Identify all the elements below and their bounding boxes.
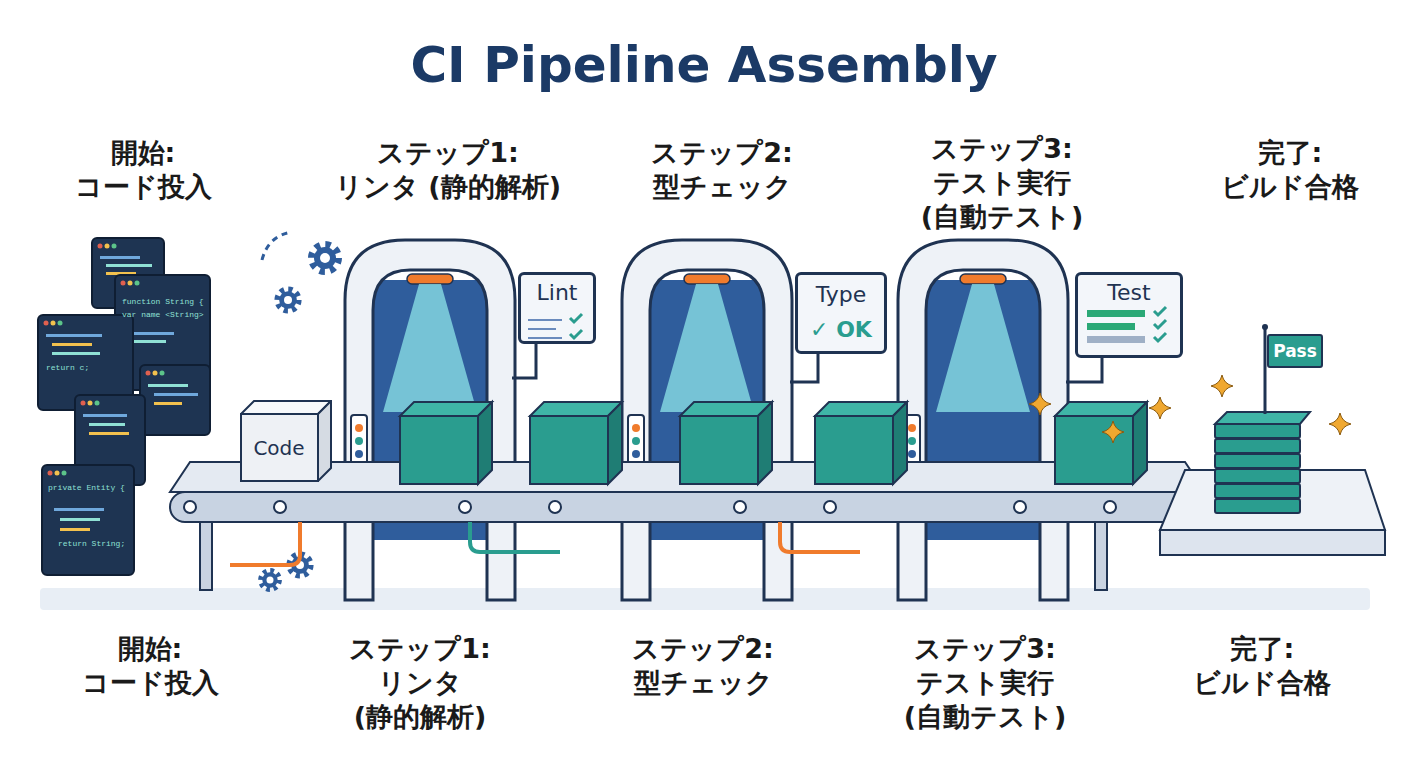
- code-package: [530, 402, 622, 484]
- gear-icon: [278, 290, 299, 311]
- motion-arc: [262, 232, 292, 260]
- cube-front: [241, 414, 318, 481]
- floor-shadow: [40, 588, 1370, 610]
- cable: [780, 522, 860, 552]
- type-monitor: Type ✓ OK: [795, 272, 887, 354]
- stage-label: 完了: ビルド合格: [1215, 136, 1365, 204]
- stage-caption: 開始: コード投入: [70, 632, 230, 700]
- stage-label: ステップ2: 型チェック: [632, 136, 812, 204]
- sparkle: [1211, 375, 1233, 397]
- code-document: [42, 465, 134, 575]
- node-label: Test: [1084, 277, 1174, 307]
- output-platform: [1160, 530, 1385, 555]
- belt-leg: [1095, 520, 1107, 590]
- stage-caption: ステップ1: リンタ (静的解析): [330, 632, 510, 733]
- code-snippet: var name <String>: [122, 311, 208, 320]
- node-label: Code: [240, 414, 318, 482]
- cube-side: [318, 401, 331, 481]
- code-package: [815, 402, 907, 484]
- stage-label: ステップ1: リンタ (静的解析): [318, 136, 578, 204]
- diagram-title: CI Pipeline Assembly: [0, 36, 1408, 94]
- code-document: [140, 365, 210, 435]
- belt-leg: [200, 520, 212, 590]
- code-box: Code: [240, 400, 332, 482]
- flag-pole: [1262, 324, 1268, 330]
- code-snippet: private Entity {: [48, 484, 132, 493]
- stage-label: 開始: コード投入: [63, 136, 223, 204]
- scanner-gate: [622, 240, 792, 600]
- test-monitor: Test: [1075, 272, 1183, 358]
- node-label: Lint: [527, 277, 587, 307]
- code-package: [400, 402, 492, 484]
- scanner-gate: [898, 240, 1068, 600]
- belt-roller: [184, 501, 1191, 513]
- sparkle: [1029, 393, 1051, 415]
- build-stack: [1215, 412, 1310, 513]
- node-status: ✓ OK: [802, 313, 880, 345]
- node-label: Type: [802, 279, 880, 309]
- monitor-arm: [790, 354, 818, 382]
- output-platform: [1160, 470, 1385, 530]
- cable: [230, 522, 300, 565]
- stage-label: ステップ3: テスト実行 (自動テスト): [912, 132, 1092, 233]
- sparkle: [1102, 421, 1124, 443]
- lint-monitor: Lint: [518, 272, 596, 344]
- sparkle: [1329, 413, 1351, 435]
- sparkle: [1149, 397, 1171, 419]
- gear-icon: [312, 245, 338, 271]
- monitor-arm: [1066, 358, 1102, 382]
- pass-flag: Pass: [1267, 334, 1323, 368]
- gear-icon: [261, 571, 279, 589]
- code-package: [680, 402, 772, 484]
- scanner-gate: [345, 240, 515, 600]
- code-snippet: return String;: [58, 540, 132, 549]
- cable: [470, 522, 560, 552]
- stage-caption: ステップ3: テスト実行 (自動テスト): [895, 632, 1075, 733]
- code-snippet: function String {: [122, 298, 208, 307]
- cube-top: [241, 401, 331, 414]
- stage-caption: 完了: ビルド合格: [1187, 632, 1337, 700]
- monitor-arm: [512, 344, 536, 378]
- code-snippet: return c;: [46, 364, 126, 373]
- conveyor-rim: [170, 492, 1205, 522]
- stage-caption: ステップ2: 型チェック: [613, 632, 793, 700]
- node-label: Pass: [1269, 336, 1321, 366]
- code-package: [1055, 402, 1147, 484]
